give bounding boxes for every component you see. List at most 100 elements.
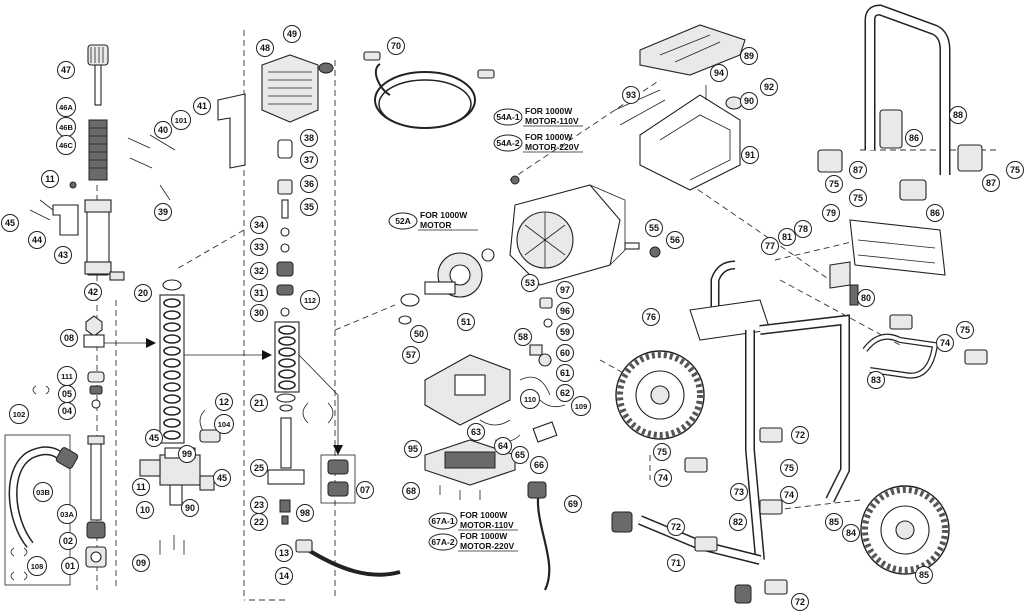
callout-bubble (275, 567, 293, 585)
packing-ring (163, 418, 181, 428)
packing-ring (163, 382, 181, 392)
top-cover-assembly (614, 24, 746, 191)
callout-56: 56 (666, 231, 684, 249)
callout-72: 72 (667, 518, 685, 536)
callout-label: 02 (63, 536, 73, 546)
callout-label: 03B (36, 488, 50, 497)
callout-label: 93 (626, 90, 636, 100)
callout-74: 74 (654, 469, 672, 487)
callout-label: 95 (408, 444, 418, 454)
callout-label: 96 (560, 306, 570, 316)
callout-72: 72 (791, 593, 809, 611)
callout-label: 71 (671, 558, 681, 568)
callout-label: 63 (471, 427, 481, 437)
callout-label: 56 (670, 235, 680, 245)
callout-43: 43 (54, 246, 72, 264)
callout-40: 40 (154, 121, 172, 139)
callout-label: 92 (764, 82, 774, 92)
callout-label: 14 (279, 571, 289, 581)
callout-02: 02 (59, 532, 77, 550)
callout-bubble (387, 37, 405, 55)
callout-bubble (27, 556, 47, 576)
packing-ring (163, 322, 181, 332)
callout-44: 44 (28, 231, 46, 249)
callout-46C: 46C (56, 135, 76, 155)
callout-label: 13 (279, 548, 289, 558)
callout-label: 43 (58, 250, 68, 260)
packing-ring (163, 406, 181, 416)
callout-label: 104 (218, 420, 231, 429)
callout-bubble (982, 174, 1000, 192)
note-tag: 54A-1 (496, 112, 519, 122)
callout-bubble (867, 371, 885, 389)
callout-label: 59 (560, 327, 570, 337)
callout-bubble (250, 459, 268, 477)
callout-label: 110 (524, 395, 536, 404)
note-tag-bubble (493, 108, 523, 126)
callout-71: 71 (667, 554, 685, 572)
callout-99: 99 (178, 445, 196, 463)
callout-bubble (521, 274, 539, 292)
callout-bubble (791, 593, 809, 611)
callout-label: 75 (657, 447, 667, 457)
callout-label: 101 (175, 116, 188, 125)
callout-label: 68 (406, 486, 416, 496)
callout-label: 11 (45, 174, 55, 184)
callout-37: 37 (300, 151, 318, 169)
callout-bubble (283, 25, 301, 43)
callout-label: 85 (829, 517, 839, 527)
callout-label: 75 (1010, 165, 1020, 175)
note-tag-bubble (493, 134, 523, 152)
callout-bubble (402, 346, 420, 364)
callout-bubble (949, 106, 967, 124)
callout-label: 81 (782, 232, 792, 242)
callout-label: 75 (960, 325, 970, 335)
callout-label: 21 (254, 398, 264, 408)
callout-bubble (780, 486, 798, 504)
packing-ring (278, 358, 296, 368)
callout-bubble (41, 170, 59, 188)
left-wheel (615, 350, 705, 440)
callout-111: 111 (57, 366, 77, 386)
callout-bubble (300, 198, 318, 216)
callout-label: 44 (32, 235, 42, 245)
note-tag-bubble (428, 512, 458, 530)
callout-bubble (564, 495, 582, 513)
callout-75: 75 (1006, 161, 1024, 179)
callout-label: 80 (861, 293, 871, 303)
callout-bubble (514, 328, 532, 346)
callout-104: 104 (214, 414, 234, 434)
callout-59: 59 (556, 323, 574, 341)
callout-bubble (825, 175, 843, 193)
callout-73: 73 (730, 483, 748, 501)
callout-bubble (250, 284, 268, 302)
callout-45: 45 (213, 469, 231, 487)
callout-bubble (145, 429, 163, 447)
callout-label: 89 (744, 51, 754, 61)
callout-83: 83 (867, 371, 885, 389)
callout-bubble (467, 423, 485, 441)
callout-bubble (849, 161, 867, 179)
callout-label: 20 (138, 288, 148, 298)
callout-60: 60 (556, 344, 574, 362)
callout-bubble (54, 246, 72, 264)
callout-label: 08 (64, 333, 74, 343)
callout-label: 46A (59, 103, 73, 112)
callout-03A: 03A (57, 504, 77, 524)
callout-label: 75 (829, 179, 839, 189)
callout-label: 78 (798, 224, 808, 234)
callout-57: 57 (402, 346, 420, 364)
callout-label: 72 (795, 430, 805, 440)
callout-04: 04 (58, 402, 76, 420)
note-line: FOR 1000W (460, 510, 508, 520)
callout-bubble (653, 443, 671, 461)
callout-86: 86 (926, 204, 944, 222)
callout-01: 01 (61, 557, 79, 575)
callout-label: 57 (406, 350, 416, 360)
note-tag: 67A-1 (431, 516, 454, 526)
callout-bubble (300, 290, 320, 310)
callout-51: 51 (457, 313, 475, 331)
callout-68: 68 (402, 482, 420, 500)
callout-08: 08 (60, 329, 78, 347)
